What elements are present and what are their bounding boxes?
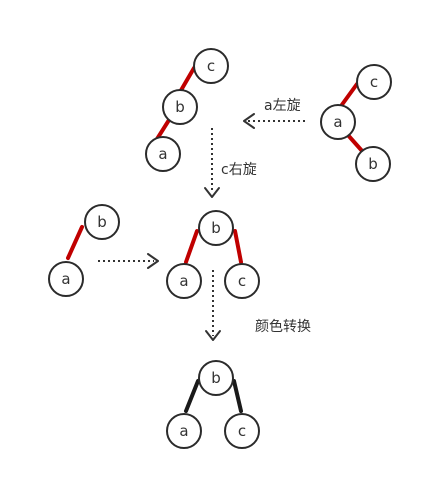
red-link-b-a (155, 118, 171, 141)
red-link-b-a (66, 225, 84, 260)
arrowhead-right-icon (147, 253, 159, 269)
node-b: b (162, 89, 198, 125)
node-b: b (198, 210, 234, 246)
node-label: a (333, 113, 342, 131)
tree-after-color-flip: b a c (166, 360, 260, 449)
node-label: b (211, 219, 221, 237)
node-label: b (175, 98, 185, 116)
tree-right-red-child: c a b (320, 64, 392, 182)
arrow-color-flip: 颜色转换 (205, 270, 311, 341)
black-link-b-a (184, 379, 200, 413)
node-b: b (355, 146, 391, 182)
node-label: c (207, 57, 215, 75)
node-a: a (320, 104, 356, 140)
arrowhead-left-icon (243, 113, 255, 129)
node-a: a (166, 413, 202, 449)
red-link-b-a (184, 229, 199, 264)
arrowhead-down-icon (205, 330, 221, 341)
tree-two-red-children: b a c (166, 210, 260, 299)
node-a: a (166, 263, 202, 299)
color-flip-label: 颜色转换 (255, 318, 311, 335)
node-label: a (179, 272, 188, 290)
node-label: c (370, 73, 378, 91)
red-link-a-b (345, 132, 365, 154)
node-c: c (193, 48, 229, 84)
red-link-c-a (339, 82, 359, 108)
tree-single-red-link: b a (48, 204, 120, 297)
black-link-b-c (232, 379, 243, 413)
node-a: a (48, 261, 84, 297)
node-label: c (238, 272, 246, 290)
node-c: c (224, 413, 260, 449)
node-label: b (368, 155, 378, 173)
red-link-c-b (178, 66, 196, 94)
node-label: a (179, 422, 188, 440)
left-rotate-label: a左旋 (264, 98, 301, 114)
node-label: b (97, 213, 107, 231)
node-a: a (145, 136, 181, 172)
node-c: c (356, 64, 392, 100)
node-label: a (158, 145, 167, 163)
red-link-b-c (233, 229, 243, 264)
arrow-to-balanced (98, 253, 159, 269)
arrowhead-down-icon (204, 187, 220, 198)
tree-left-leaning-chain: c b a (145, 48, 229, 172)
right-rotate-label: c右旋 (221, 162, 257, 178)
node-b: b (84, 204, 120, 240)
node-c: c (224, 263, 260, 299)
node-label: c (238, 422, 246, 440)
arrow-left-rotate: a左旋 (243, 98, 305, 129)
node-b: b (198, 360, 234, 396)
arrow-right-rotate: c右旋 (204, 128, 257, 198)
node-label: a (61, 270, 70, 288)
node-label: b (211, 369, 221, 387)
